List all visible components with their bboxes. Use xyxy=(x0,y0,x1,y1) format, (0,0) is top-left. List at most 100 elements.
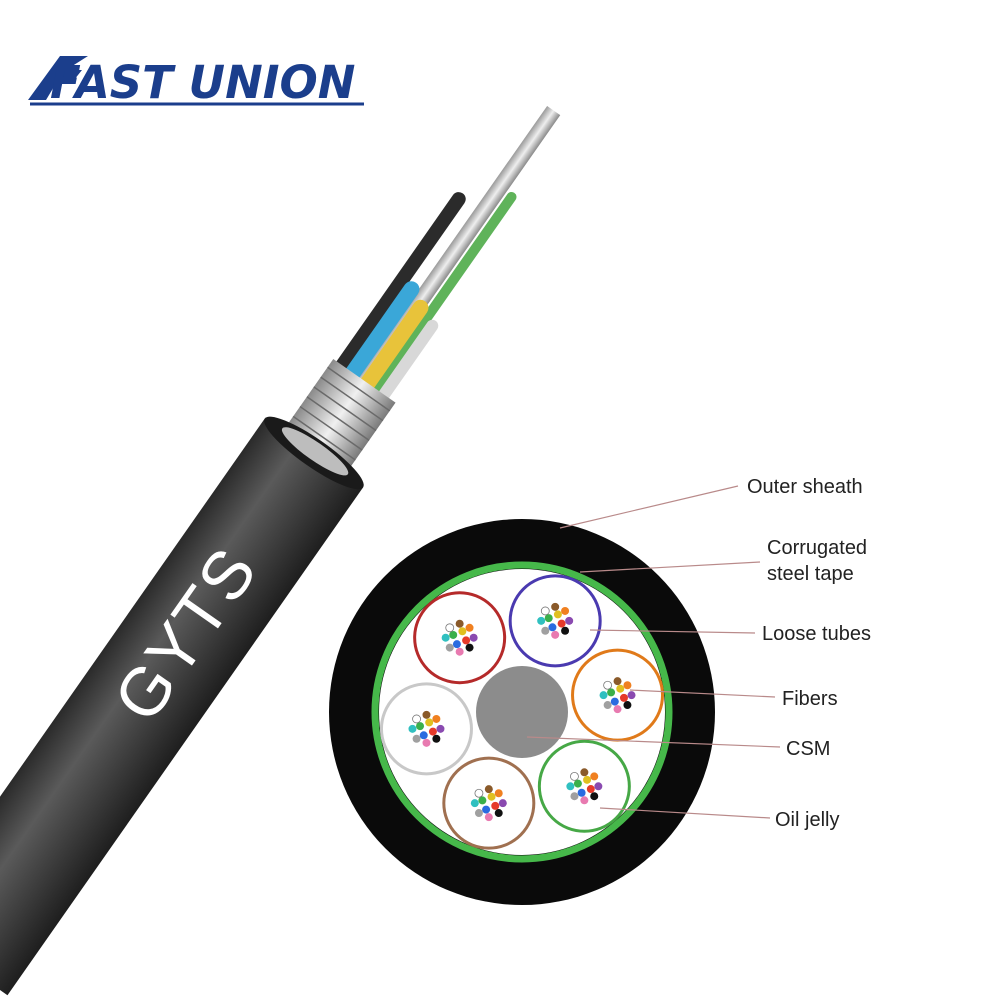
label-outer-sheath: Outer sheath xyxy=(747,476,863,498)
fiber xyxy=(458,627,467,636)
fiber xyxy=(452,640,461,649)
fiber xyxy=(590,792,599,801)
sheath-cut-inner xyxy=(281,427,349,476)
fiber xyxy=(583,775,592,784)
fiber xyxy=(474,809,483,818)
fiber xyxy=(594,782,603,791)
fiber xyxy=(557,619,566,628)
fiber xyxy=(494,789,503,798)
inner-tube-blue xyxy=(338,281,420,391)
fiber xyxy=(419,731,428,740)
fiber xyxy=(548,623,557,632)
logo-text: FAST UNION xyxy=(50,56,355,109)
fiber xyxy=(540,606,550,616)
leader-fibers xyxy=(629,689,776,698)
brand-logo: FAST UNION xyxy=(28,56,364,109)
fiber xyxy=(425,718,434,727)
fiber xyxy=(599,691,608,700)
fiber xyxy=(580,796,589,805)
fiber xyxy=(478,796,487,805)
fiber xyxy=(416,722,425,731)
fiber xyxy=(590,772,599,781)
leader-lines xyxy=(526,485,781,819)
fiber xyxy=(482,805,491,814)
loose-tube-ring xyxy=(571,648,665,742)
fiber xyxy=(551,630,560,639)
fiber xyxy=(586,785,595,794)
fiber xyxy=(498,799,507,808)
csm-core xyxy=(476,666,568,758)
fiber xyxy=(551,602,560,611)
fiber xyxy=(474,788,484,798)
fiber xyxy=(627,691,636,700)
leader-csm xyxy=(526,736,781,748)
fiber xyxy=(570,772,579,781)
loose-tube-ring xyxy=(537,739,631,833)
fiber xyxy=(445,643,454,652)
fiber xyxy=(603,701,612,710)
fiber xyxy=(610,697,619,706)
fiber xyxy=(613,677,622,686)
fiber xyxy=(462,636,471,645)
fiber xyxy=(537,616,546,625)
leader-loose-tubes xyxy=(589,629,756,634)
label-loose-tubes: Loose tubes xyxy=(762,623,871,645)
fiber xyxy=(484,785,493,794)
fiber xyxy=(449,630,458,639)
fiber xyxy=(541,626,550,635)
fiber xyxy=(623,701,632,710)
leader-oil-jelly xyxy=(599,807,771,819)
fiber xyxy=(577,788,586,797)
loose-tube-ring xyxy=(508,574,602,668)
fiber xyxy=(412,734,421,743)
fiber xyxy=(494,809,503,818)
fiber xyxy=(432,734,441,743)
fiber xyxy=(445,623,455,633)
fiber xyxy=(603,680,613,690)
fiber xyxy=(613,705,622,714)
loose-tube-ring xyxy=(442,756,536,850)
fiber xyxy=(553,610,562,619)
outer-sheath xyxy=(0,418,364,996)
fiber xyxy=(469,633,478,642)
cable-photo: GYTS xyxy=(0,105,561,996)
fiber xyxy=(566,782,575,791)
fiber xyxy=(465,643,474,652)
fiber xyxy=(408,724,417,733)
inner-tube-yellow xyxy=(352,299,429,401)
fiber xyxy=(491,801,500,810)
loose-tube-ring xyxy=(413,591,507,685)
loose-tube xyxy=(442,756,536,850)
loose-tubes xyxy=(379,574,665,850)
label-oil-jelly: Oil jelly xyxy=(775,809,839,831)
steel-tape-ring xyxy=(371,561,673,863)
fiber xyxy=(570,792,579,801)
fiber xyxy=(573,779,582,788)
inner-tube-white xyxy=(370,319,439,413)
label-csm: CSM xyxy=(786,738,830,760)
fiber xyxy=(455,619,464,628)
fiber xyxy=(487,792,496,801)
fiber xyxy=(422,710,431,719)
fiber xyxy=(470,799,479,808)
fiber xyxy=(428,727,437,736)
fiber xyxy=(484,813,493,822)
cross-section xyxy=(329,519,715,905)
loose-tube xyxy=(379,682,473,776)
fiber xyxy=(544,614,553,623)
loose-tube xyxy=(571,648,665,742)
inner-tube-black xyxy=(333,192,466,375)
fiber xyxy=(455,647,464,656)
fiber xyxy=(561,626,570,635)
leader-steel-tape xyxy=(579,561,761,573)
fiber xyxy=(616,684,625,693)
label-fibers: Fibers xyxy=(782,688,838,710)
fiber xyxy=(565,616,574,625)
fiber xyxy=(607,688,616,697)
label-steel-tape: steel tape xyxy=(767,563,854,585)
fiber xyxy=(580,768,589,777)
logo-swoosh-icon xyxy=(28,56,88,100)
fiber xyxy=(619,693,628,702)
fiber xyxy=(561,606,570,615)
